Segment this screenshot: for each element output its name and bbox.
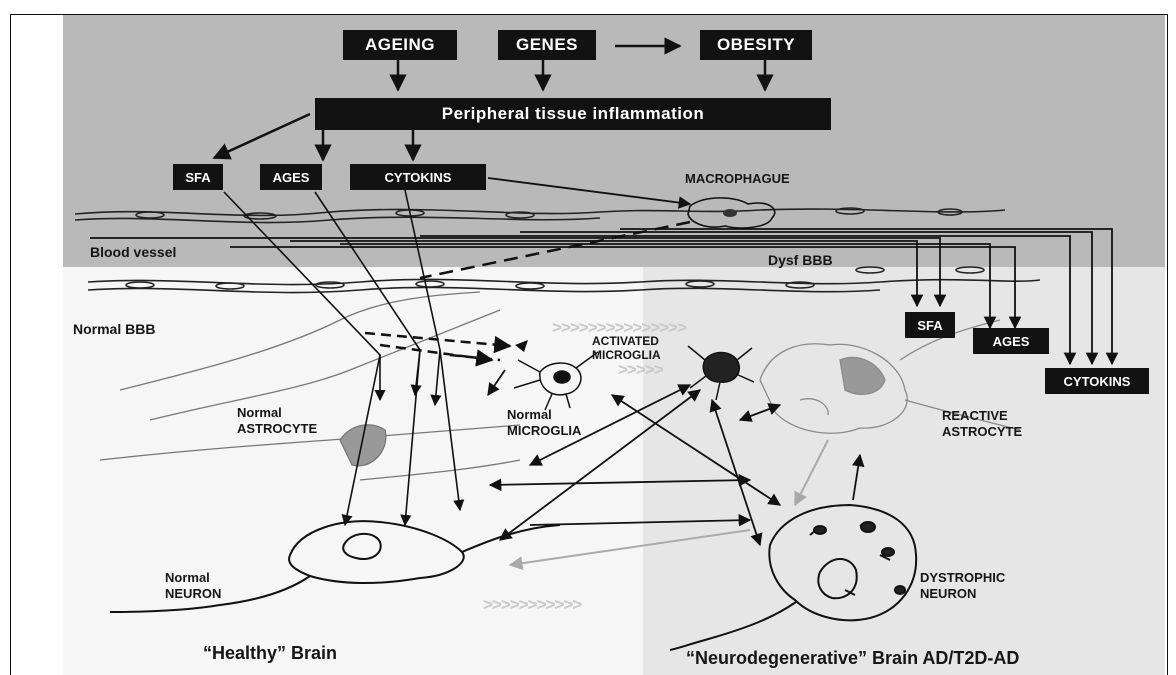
dystrophic-neuron xyxy=(670,505,916,650)
dystrophic-neuron-line-2: NEURON xyxy=(920,586,1005,602)
chevrons-lower: >>>>>>>>>>> xyxy=(483,595,581,615)
dashed-macrophage-bbb xyxy=(420,222,690,278)
ageing-box: AGEING xyxy=(343,30,457,60)
sfa-top-box: SFA xyxy=(173,164,223,190)
brain-interaction-arrows xyxy=(488,370,860,545)
sfa-right-box: SFA xyxy=(905,312,955,338)
peripheral-inflammation-box: Peripheral tissue inflammation xyxy=(315,98,831,130)
normal-astrocyte-label: Normal ASTROCYTE xyxy=(237,405,317,437)
arrow-cytokins-macrophage xyxy=(488,178,690,204)
obesity-box: OBESITY xyxy=(700,30,812,60)
cytokins-right-box: CYTOKINS xyxy=(1045,368,1149,394)
dysf-bbb-label: Dysf BBB xyxy=(768,252,833,268)
grey-arrows xyxy=(510,440,828,565)
normal-astrocyte-line-1: Normal xyxy=(237,405,317,421)
dystrophic-neuron-line-1: DYSTROPHIC xyxy=(920,570,1005,586)
small-microglia xyxy=(515,340,528,352)
normal-neuron-line-2: NEURON xyxy=(165,586,221,602)
dystrophic-neuron-label: DYSTROPHIC NEURON xyxy=(920,570,1005,602)
normal-neuron-label: Normal NEURON xyxy=(165,570,221,602)
normal-astrocyte-processes xyxy=(100,292,520,480)
blood-vessel-wall-upper xyxy=(75,208,1005,223)
reactive-astrocyte-label: REACTIVE ASTROCYTE xyxy=(942,408,1022,440)
activated-microglia-label: ACTIVATED MICROGLIA xyxy=(592,334,661,362)
reactive-astrocyte-line-1: REACTIVE xyxy=(942,408,1022,424)
neurodegenerative-brain-caption: “Neurodegenerative” Brain AD/T2D-AD xyxy=(686,650,1019,666)
macrophague-label: MACROPHAGUE xyxy=(685,171,790,187)
chevrons-upper: >>>>>>>>>>>>>>> xyxy=(552,318,686,338)
reactive-astrocyte-line-2: ASTROCYTE xyxy=(942,424,1022,440)
ages-top-box: AGES xyxy=(260,164,322,190)
normal-neuron-line-1: Normal xyxy=(165,570,221,586)
ages-right-box: AGES xyxy=(973,328,1049,354)
macrophage-nucleus xyxy=(723,209,737,217)
normal-microglia xyxy=(514,352,598,410)
normal-microglia-line-2: MICROGLIA xyxy=(507,423,581,439)
blood-vessel-label: Blood vessel xyxy=(90,244,176,260)
genes-box: GENES xyxy=(498,30,596,60)
normal-microglia-label: Normal MICROGLIA xyxy=(507,407,581,439)
normal-astrocyte-line-2: ASTROCYTE xyxy=(237,421,317,437)
cytokins-top-box: CYTOKINS xyxy=(350,164,486,190)
normal-bbb-label: Normal BBB xyxy=(73,321,155,337)
blood-vessel-wall-lower xyxy=(88,267,1040,293)
chevrons-middle: >>>>> xyxy=(618,360,663,380)
healthy-brain-caption: “Healthy” Brain xyxy=(203,645,337,661)
normal-microglia-line-1: Normal xyxy=(507,407,581,423)
